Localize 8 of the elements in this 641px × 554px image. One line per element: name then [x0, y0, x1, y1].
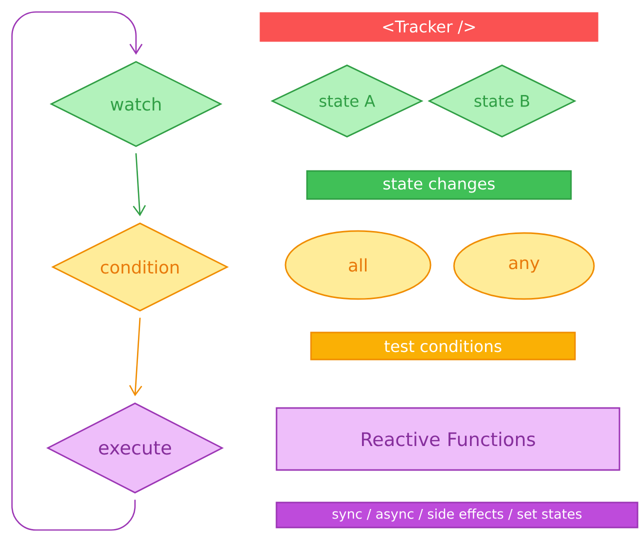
arrow: [132, 153, 146, 216]
arrow: [11, 11, 143, 531]
category-banner: state changes: [306, 170, 572, 200]
category-banner: test conditions: [310, 332, 576, 360]
category-banner: sync / async / side effects / set states: [276, 502, 638, 528]
function-box: Reactive Functions: [276, 407, 620, 471]
arrow: [129, 318, 142, 396]
title-banner: <Tracker />: [260, 12, 598, 42]
